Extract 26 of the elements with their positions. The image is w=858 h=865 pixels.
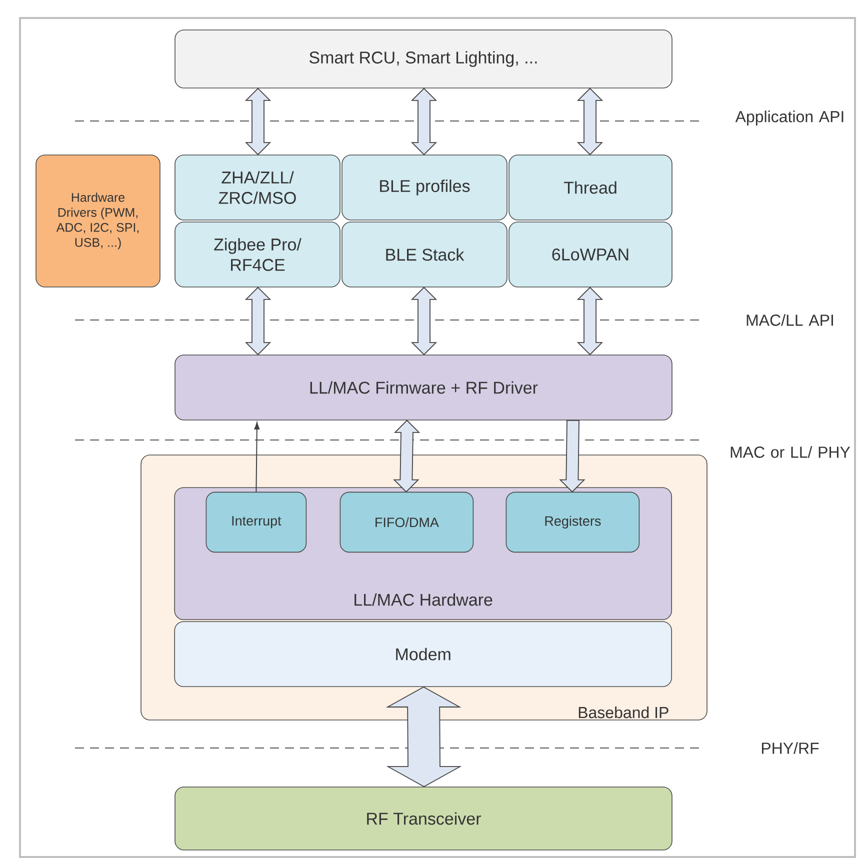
layer-label: PHY/RF (762, 742, 819, 754)
driver-box: Hardware Drivers (PWM, ADC, I2C, SPI, USB, ...) (36, 154, 160, 288)
block-box: FIFO/DMA (340, 492, 474, 553)
block-box: Registers (506, 492, 640, 553)
layer-box: 6LoWPAN (508, 222, 672, 288)
layer-box: Thread (508, 154, 672, 220)
layer-label: MAC or LL/ PHY (730, 446, 850, 458)
layer-box: Smart RCU, Smart Lighting, ... (174, 30, 672, 88)
double-arrow (244, 88, 272, 156)
double-arrow (576, 88, 604, 156)
layer-box: BLE profiles (342, 154, 508, 220)
layer-label: Application API (735, 110, 844, 126)
layer-box: RF Transceiver (174, 786, 672, 850)
block-box: Interrupt (206, 492, 307, 553)
layer-box: BLE Stack (342, 222, 508, 288)
double-arrow (576, 286, 604, 356)
double-arrow (559, 420, 586, 492)
double-arrow (244, 286, 272, 356)
layer-label: MAC/LL API (746, 314, 833, 326)
layer-box: LL/MAC Firmware + RF Driver (174, 354, 672, 420)
layer-box: ZHA/ZLL/ ZRC/MSO (174, 154, 340, 220)
layer-box: Zigbee Pro/ RF4CE (174, 222, 340, 288)
layer-box: Modem (174, 621, 672, 687)
double-arrow (410, 286, 438, 356)
arrow (254, 422, 260, 492)
double-arrow (410, 88, 438, 156)
